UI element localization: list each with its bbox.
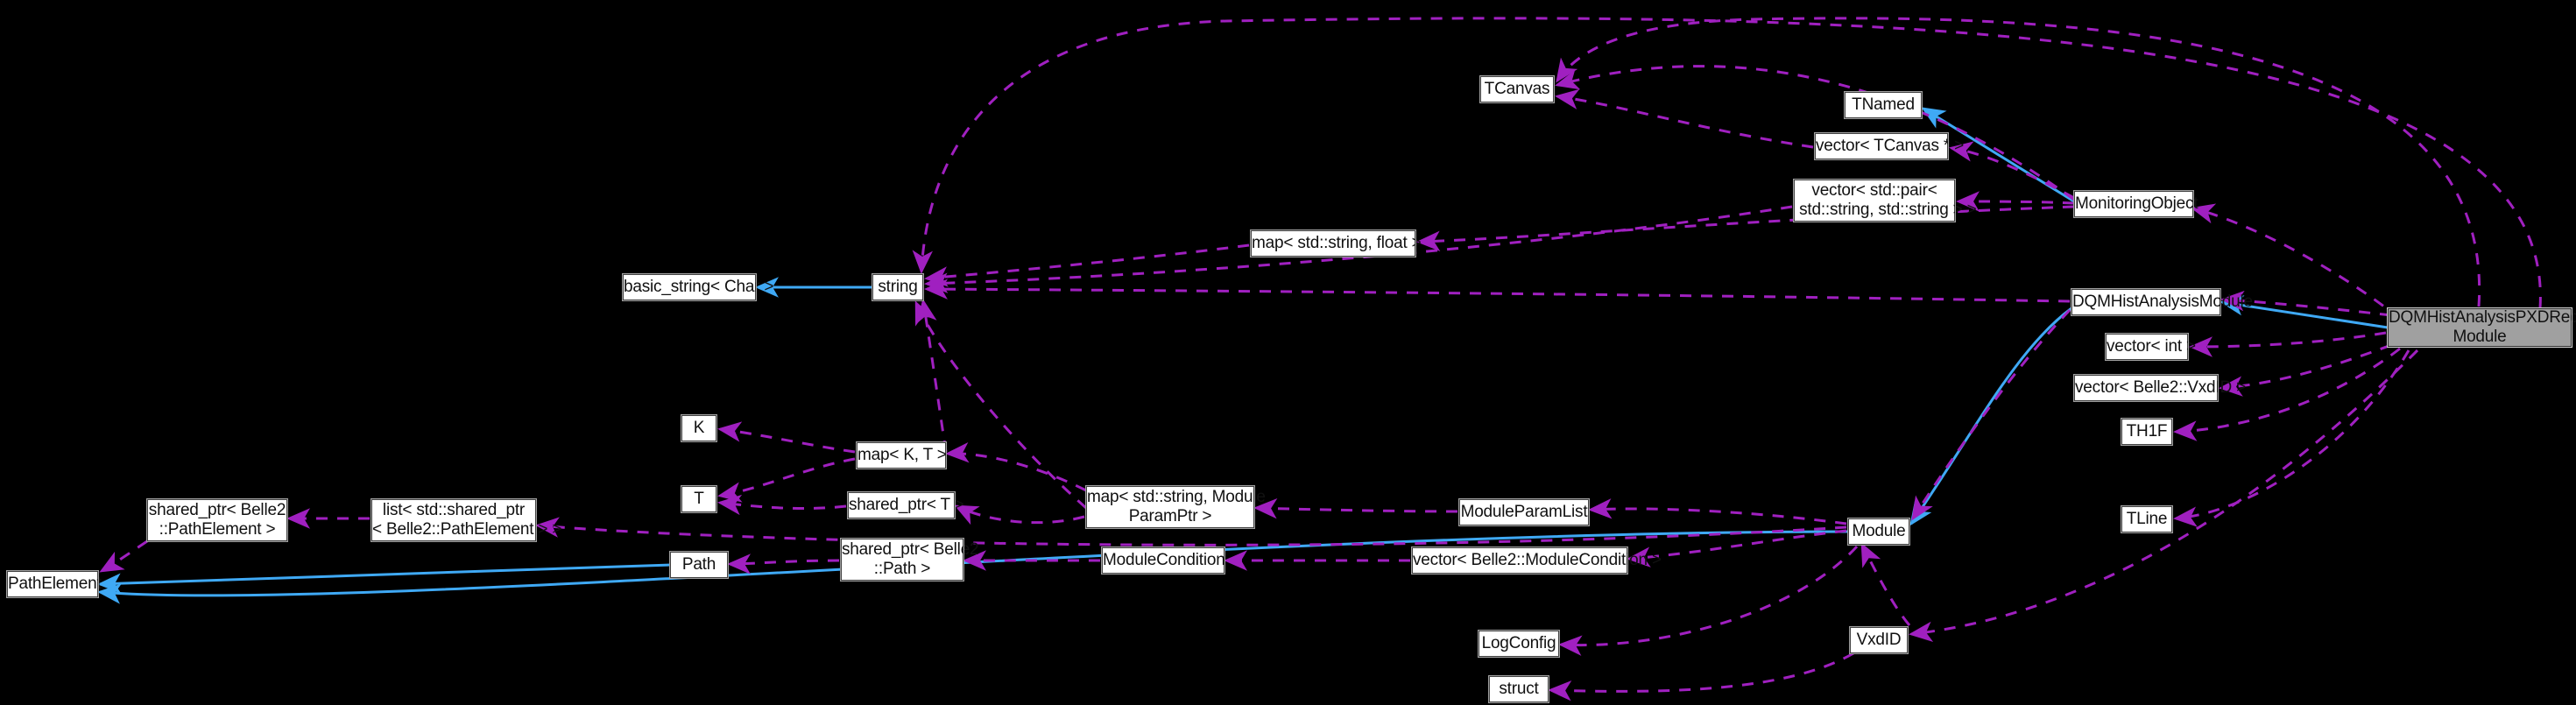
class-node-basic-string-char[interactable]: basic_string< Char > <box>622 273 774 301</box>
class-node-shared-ptr-path[interactable]: shared_ptr< Belle2 ::Path > <box>840 538 979 582</box>
class-node-path-element[interactable]: PathElement <box>6 570 102 598</box>
class-node-label: vector< Belle2::VxdID > <box>2075 378 2247 397</box>
class-node-label: ModuleCondition <box>1103 551 1225 569</box>
class-node-struct[interactable]: struct <box>1488 675 1549 703</box>
class-node-label: shared_ptr< T > <box>849 496 964 514</box>
class-node-label: map< std::string, float > <box>1252 234 1422 252</box>
class-node-vector-int[interactable]: vector< int > <box>2105 333 2196 361</box>
class-node-list-shared-ptr[interactable]: list< std::shared_ptr < Belle2::PathElem… <box>371 498 562 542</box>
class-node-tnamed[interactable]: TNamed <box>1844 91 1923 119</box>
class-node-label: T <box>694 490 704 508</box>
class-node-label: vector< std::pair< std::string, std::str… <box>1799 181 1977 219</box>
class-node-label: ModuleParamList <box>1460 503 1588 521</box>
class-node-label: MonitoringObject <box>2075 194 2198 213</box>
class-node-label: TH1F <box>2126 422 2168 441</box>
class-node-label: vector< TCanvas * > <box>1816 137 1965 155</box>
class-node-label: TLine <box>2126 510 2168 528</box>
class-node-map-string-moduleparam[interactable]: map< std::string, Module ParamPtr > <box>1085 485 1266 529</box>
class-node-vector-vxdid[interactable]: vector< Belle2::VxdID > <box>2073 374 2247 402</box>
class-node-label: vector< Belle2::ModuleCondition > <box>1413 551 1662 569</box>
class-node-label: TCanvas <box>1484 80 1550 98</box>
class-node-dqm-hist-analysis-pxd-reduction-module[interactable]: DQMHistAnalysisPXDReduction Module <box>2387 307 2576 348</box>
class-node-shared-ptr-t[interactable]: shared_ptr< T > <box>847 491 964 519</box>
class-node-string[interactable]: string <box>872 273 924 301</box>
class-node-label: Path <box>681 555 716 574</box>
class-node-label: vector< int > <box>2107 337 2196 356</box>
class-node-k[interactable]: K <box>681 414 717 442</box>
class-node-t[interactable]: T <box>681 485 717 513</box>
class-node-monitoring-object[interactable]: MonitoringObject <box>2073 190 2198 218</box>
class-node-map-k-t[interactable]: map< K, T > <box>856 441 947 469</box>
class-node-vxdid[interactable]: VxdID <box>1849 626 1909 654</box>
class-node-module-condition[interactable]: ModuleCondition <box>1101 546 1225 575</box>
class-node-vector-pair-string[interactable]: vector< std::pair< std::string, std::str… <box>1793 179 1977 222</box>
class-node-th1f[interactable]: TH1F <box>2121 418 2173 446</box>
class-node-label: list< std::shared_ptr < Belle2::PathElem… <box>372 501 562 539</box>
class-node-label: PathElement <box>8 575 102 593</box>
class-node-label: struct <box>1499 680 1539 698</box>
class-node-label: DQMHistAnalysisModule <box>2072 293 2253 311</box>
class-node-label: basic_string< Char > <box>624 278 774 296</box>
class-node-dqm-hist-analysis-module[interactable]: DQMHistAnalysisModule <box>2071 288 2253 316</box>
class-node-shared-ptr-pathelement[interactable]: shared_ptr< Belle2 ::PathElement > <box>146 498 288 542</box>
class-node-label: string <box>878 278 918 296</box>
class-node-label: VxdID <box>1856 631 1902 649</box>
class-node-module-param-list[interactable]: ModuleParamList <box>1458 498 1590 526</box>
class-node-label: map< K, T > <box>857 446 947 464</box>
class-node-path[interactable]: Path <box>669 551 729 579</box>
class-node-label: map< std::string, Module ParamPtr > <box>1087 488 1266 525</box>
class-node-module[interactable]: Module <box>1847 518 1910 546</box>
class-node-tcanvas[interactable]: TCanvas <box>1479 75 1555 103</box>
class-node-label: DQMHistAnalysisPXDReduction Module <box>2389 308 2576 346</box>
class-node-label: Module <box>1852 522 1906 540</box>
class-node-vector-tcanvas-ptr[interactable]: vector< TCanvas * > <box>1814 132 1965 160</box>
class-node-log-config[interactable]: LogConfig <box>1478 630 1560 658</box>
class-node-label: LogConfig <box>1481 634 1556 652</box>
class-node-tline[interactable]: TLine <box>2121 505 2173 533</box>
class-node-map-string-float[interactable]: map< std::string, float > <box>1250 229 1422 257</box>
class-node-label: K <box>693 419 705 437</box>
class-node-label: shared_ptr< Belle2 ::Path > <box>842 540 979 578</box>
class-node-label: TNamed <box>1852 95 1915 114</box>
class-node-label: shared_ptr< Belle2 ::PathElement > <box>148 501 286 539</box>
class-node-vector-module-cond[interactable]: vector< Belle2::ModuleCondition > <box>1411 546 1662 575</box>
